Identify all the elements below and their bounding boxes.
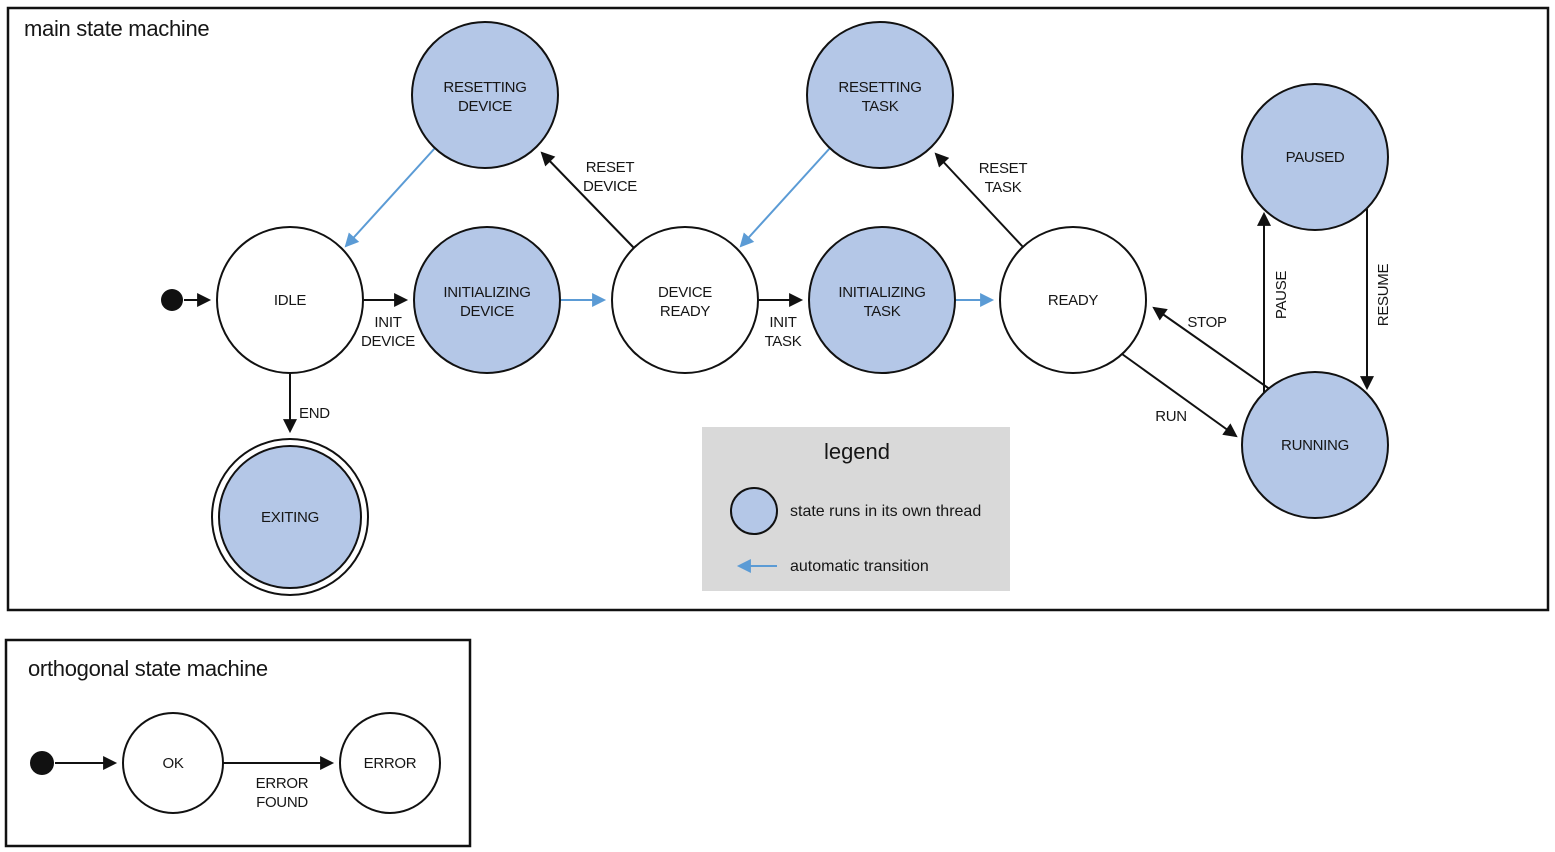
state-initializing-task: INITIALIZING TASK <box>808 226 956 374</box>
legend-auto-item-label: automatic transition <box>790 558 929 575</box>
orthogonal-initial-state-dot <box>30 751 54 775</box>
transition-reset-device-label-line1: RESET <box>586 159 635 176</box>
state-ready-label: READY <box>1048 292 1098 309</box>
transition-stop-label: STOP <box>1187 314 1227 331</box>
state-initializing-device-circle <box>413 226 561 374</box>
legend-thread-item-label: state runs in its own thread <box>790 503 981 520</box>
state-paused-label: PAUSED <box>1286 149 1345 166</box>
state-idle-label: IDLE <box>274 292 306 309</box>
transition-reset-task-arrow <box>934 152 1024 248</box>
state-ok-circle <box>122 712 224 814</box>
state-resetting-device-circle <box>411 21 559 169</box>
state-device-ready-label-line2: READY <box>660 303 710 320</box>
state-initializing-task-label-line2: TASK <box>864 303 901 320</box>
transition-end-label: END <box>299 405 330 422</box>
state-resetting-task-circle <box>806 21 954 169</box>
state-ready: READY <box>999 226 1147 374</box>
legend-title: legend <box>824 439 890 464</box>
state-idle-circle <box>216 226 364 374</box>
initial-state-dot <box>161 289 183 311</box>
state-resetting-device: RESETTING DEVICE <box>411 21 559 169</box>
state-running-circle <box>1241 371 1389 519</box>
state-running: RUNNING <box>1241 371 1389 519</box>
state-paused-circle <box>1241 83 1389 231</box>
state-running-label: RUNNING <box>1281 437 1349 454</box>
state-resetting-device-label-line1: RESETTING <box>443 79 526 96</box>
auto-transition-resetting-task-to-device-ready-arrow <box>739 147 831 248</box>
state-exiting-inner-circle <box>218 445 362 589</box>
state-ready-circle <box>999 226 1147 374</box>
state-error-label: ERROR <box>364 755 417 772</box>
state-device-ready-circle <box>611 226 759 374</box>
state-initializing-device-label-line1: INITIALIZING <box>443 284 530 301</box>
state-resetting-task-label-line2: TASK <box>862 98 899 115</box>
legend: legend state runs in its own thread auto… <box>702 427 1010 591</box>
transition-error-found-label-line1: ERROR <box>256 775 309 792</box>
state-resetting-task: RESETTING TASK <box>806 21 954 169</box>
legend-thread-state-icon <box>730 487 778 535</box>
main-state-machine: main state machine IDLE RESETTING DEVICE <box>6 6 1550 612</box>
state-initializing-task-circle <box>808 226 956 374</box>
state-initializing-device-label-line2: DEVICE <box>460 303 514 320</box>
state-device-ready-label-line1: DEVICE <box>658 284 712 301</box>
transition-init-task-label-line2: TASK <box>765 333 802 350</box>
transition-pause-label: PAUSE <box>1273 271 1290 320</box>
state-error-circle <box>339 712 441 814</box>
state-resetting-device-label-line2: DEVICE <box>458 98 512 115</box>
transition-error-found-label-line2: FOUND <box>256 794 308 811</box>
auto-transition-resetting-device-to-idle-arrow <box>344 147 436 248</box>
state-ok-label: OK <box>162 755 183 772</box>
state-paused: PAUSED <box>1241 83 1389 231</box>
state-exiting-label: EXITING <box>261 509 319 526</box>
state-device-ready: DEVICE READY <box>611 226 759 374</box>
transition-reset-device-arrow <box>540 151 635 249</box>
state-error: ERROR <box>339 712 441 814</box>
state-initializing-task-label-line1: INITIALIZING <box>838 284 925 301</box>
state-initializing-device: INITIALIZING DEVICE <box>413 226 561 374</box>
transition-reset-task-label-line2: TASK <box>985 179 1022 196</box>
orthogonal-state-machine: orthogonal state machine OK ERROR ERROR … <box>4 638 472 848</box>
main-machine-frame <box>6 6 1550 612</box>
transition-stop-arrow <box>1152 306 1272 391</box>
transition-run-arrow <box>1121 353 1238 438</box>
transition-resume-label: RESUME <box>1375 264 1392 327</box>
orthogonal-machine-frame <box>4 638 472 848</box>
state-ok: OK <box>122 712 224 814</box>
state-idle: IDLE <box>216 226 364 374</box>
transition-reset-task-label-line1: RESET <box>979 160 1028 177</box>
transition-init-device-label-line1: INIT <box>374 314 401 331</box>
orthogonal-machine-title: orthogonal state machine <box>28 656 268 681</box>
transition-init-task-label-line1: INIT <box>769 314 796 331</box>
state-resetting-task-label-line1: RESETTING <box>838 79 921 96</box>
transition-reset-device-label-line2: DEVICE <box>583 178 637 195</box>
transition-init-device-label-line2: DEVICE <box>361 333 415 350</box>
transition-run-label: RUN <box>1155 408 1187 425</box>
final-state-exiting: EXITING <box>211 438 369 596</box>
main-machine-title: main state machine <box>24 16 209 41</box>
